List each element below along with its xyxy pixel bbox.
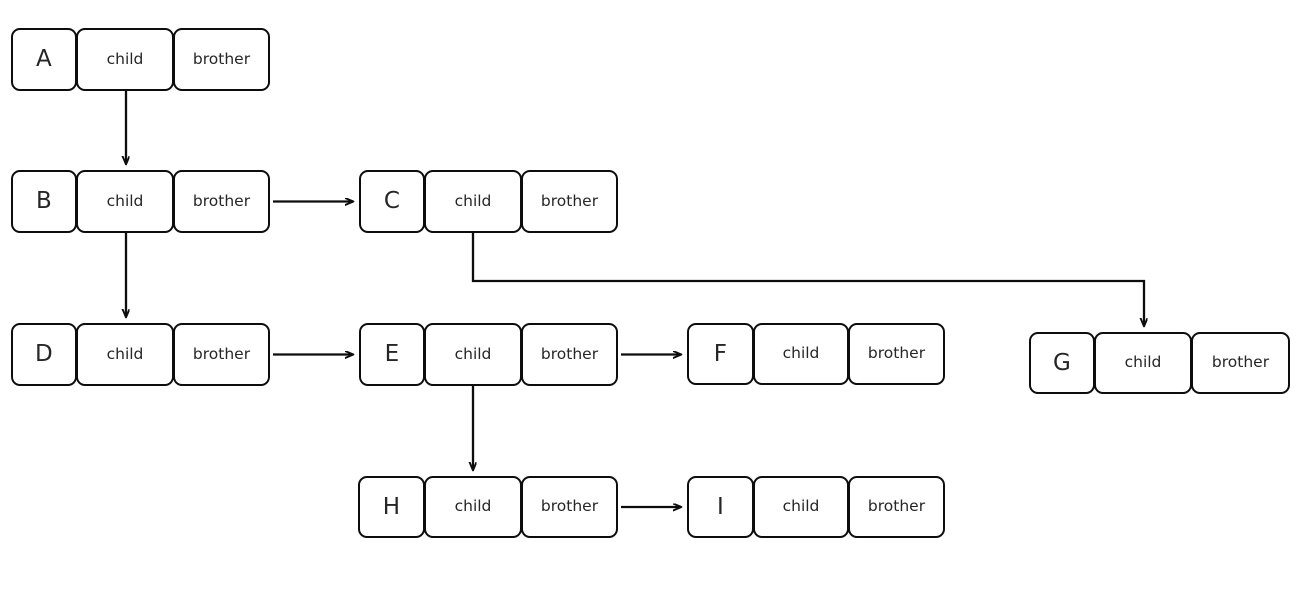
node-child-pointer-b: child [76, 170, 174, 233]
node-brother-pointer-c: brother [521, 170, 618, 233]
node-brother-pointer-h: brother [521, 476, 618, 538]
node-child-pointer-h: child [424, 476, 522, 538]
node-brother-pointer-g: brother [1191, 332, 1290, 394]
node-key-g: G [1029, 332, 1095, 394]
node-key-a: A [11, 28, 77, 91]
node-brother-pointer-b: brother [173, 170, 270, 233]
node-brother-pointer-a: brother [173, 28, 270, 91]
node-child-pointer-i: child [753, 476, 849, 538]
node-child-pointer-g: child [1094, 332, 1192, 394]
node-brother-pointer-d: brother [173, 323, 270, 386]
node-key-b: B [11, 170, 77, 233]
node-child-pointer-a: child [76, 28, 174, 91]
node-key-e: E [359, 323, 425, 386]
node-brother-pointer-f: brother [848, 323, 945, 385]
node-child-pointer-f: child [753, 323, 849, 385]
node-key-c: C [359, 170, 425, 233]
node-key-h: H [358, 476, 425, 538]
node-child-pointer-e: child [424, 323, 522, 386]
node-key-f: F [687, 323, 754, 385]
node-child-pointer-c: child [424, 170, 522, 233]
node-child-pointer-d: child [76, 323, 174, 386]
node-key-i: I [687, 476, 754, 538]
node-key-d: D [11, 323, 77, 386]
node-brother-pointer-e: brother [521, 323, 618, 386]
node-brother-pointer-i: brother [848, 476, 945, 538]
edge-c-child-to-g [471, 233, 1144, 326]
